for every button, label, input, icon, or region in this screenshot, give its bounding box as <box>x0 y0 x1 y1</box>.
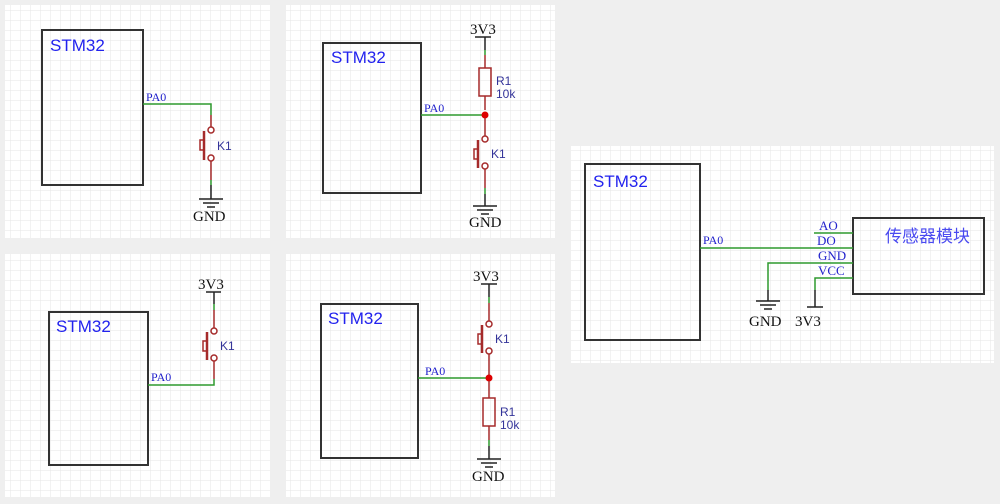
supply-label: 3V3 <box>470 22 496 38</box>
chip-label: STM32 <box>50 36 105 55</box>
stm32-chip <box>584 163 701 341</box>
wire-vcc <box>814 277 853 290</box>
resistor-value: 10k <box>496 87 516 101</box>
chip-label: STM32 <box>328 309 383 328</box>
power-icon <box>481 283 497 297</box>
switch-label: K1 <box>220 339 235 353</box>
pin-ao-label: AO <box>819 218 838 233</box>
ground-icon <box>477 446 501 468</box>
switch-k1 <box>473 118 489 188</box>
supply-label: 3V3 <box>198 277 224 293</box>
pin-vcc-label: VCC <box>818 263 845 278</box>
stm32-chip <box>48 311 149 466</box>
panel-3: STM32 PA0 3V3 K1 <box>5 254 270 497</box>
switch-k1 <box>202 310 218 379</box>
pin-label: PA0 <box>151 370 171 384</box>
pin-label: PA0 <box>703 233 723 247</box>
power-icon <box>475 36 491 50</box>
stm32-chip <box>41 29 144 186</box>
chip-label: STM32 <box>56 317 111 336</box>
ground-label: GND <box>469 215 502 231</box>
wire <box>143 103 212 115</box>
module-label: 传感器模块 <box>885 227 970 247</box>
ground-icon <box>473 194 497 215</box>
ground-label: GND <box>472 469 505 485</box>
panel-2: STM32 PA0 3V3 R1 10k K1 <box>286 5 555 238</box>
wire <box>148 379 215 386</box>
supply-label: 3V3 <box>795 314 821 330</box>
resistor-label: R1 <box>500 405 516 419</box>
resistor-value: 10k <box>500 418 520 432</box>
pin-gnd-label: GND <box>818 248 846 263</box>
wire-gnd <box>767 262 853 290</box>
chip-label: STM32 <box>593 172 648 191</box>
resistor-r1 <box>478 55 492 110</box>
switch-label: K1 <box>495 332 510 346</box>
power-icon <box>206 291 221 304</box>
power-icon <box>807 290 823 308</box>
chip-label: STM32 <box>331 48 386 67</box>
panel-4: STM32 PA0 3V3 K1 R1 10k <box>286 254 555 497</box>
resistor-label: R1 <box>496 74 512 88</box>
pin-label: PA0 <box>424 101 444 115</box>
ground-label: GND <box>193 209 226 225</box>
stm32-chip <box>320 303 419 459</box>
ground-icon <box>756 290 780 310</box>
supply-label: 3V3 <box>473 269 499 285</box>
resistor-r1 <box>482 381 496 440</box>
junction-dot <box>485 374 493 382</box>
switch-label: K1 <box>491 147 506 161</box>
switch-k1 <box>199 115 215 180</box>
panel-5: STM32 PA0 传感器模块 AO DO GND VCC GND 3V3 <box>571 146 994 363</box>
pin-label: PA0 <box>146 90 166 104</box>
pin-label: PA0 <box>425 364 445 378</box>
sensor-module <box>852 217 985 295</box>
ground-icon <box>199 185 223 208</box>
stm32-chip <box>322 42 422 194</box>
panel-1: STM32 PA0 K1 GND <box>5 5 270 238</box>
ground-label: GND <box>749 314 782 330</box>
pin-do-label: DO <box>817 233 836 248</box>
switch-k1 <box>477 303 493 378</box>
junction-dot <box>481 111 489 119</box>
module-pin-labels: AO DO GND VCC <box>817 218 846 278</box>
switch-label: K1 <box>217 139 232 153</box>
